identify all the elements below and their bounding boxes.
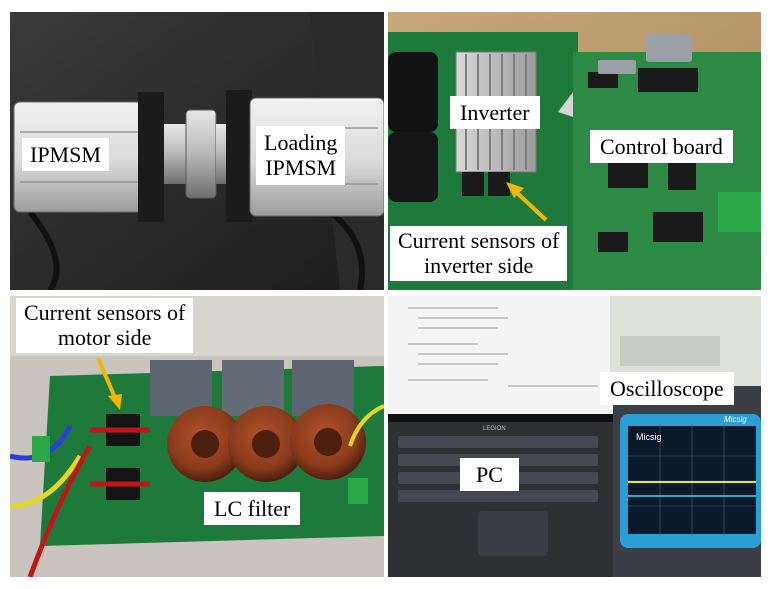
label-inverter: Inverter — [450, 96, 540, 130]
filter-board-photo: Current sensors of motor side LC filter — [10, 296, 384, 577]
scope-brand-screen: Micsig — [636, 432, 662, 442]
motors-photo: IPMSM Loading IPMSM — [10, 12, 384, 290]
label-lc-filter: LC filter — [204, 492, 301, 526]
label-ipmsm: IPMSM — [22, 138, 109, 172]
label-loading-ipmsm: Loading IPMSM — [256, 126, 346, 185]
label-current-sensors-inverter: Current sensors of inverter side — [390, 226, 568, 281]
scope-brand-bezel: Micsig — [724, 415, 747, 424]
label-current-sensors-motor: Current sensors of motor side — [16, 298, 194, 353]
pc-scope-photo-image: Micsig Micsig LEGION — [388, 296, 761, 577]
inverter-board-photo-image — [388, 12, 761, 290]
label-oscilloscope: Oscilloscope — [600, 372, 734, 406]
pc-scope-photo: Micsig Micsig LEGION Oscilloscope PC — [388, 296, 761, 577]
filter-board-photo-image — [10, 296, 384, 577]
laptop-brand: LEGION — [483, 426, 506, 432]
inverter-board-photo: Inverter Control board Current sensors o… — [388, 12, 761, 290]
label-pc: PC — [460, 458, 519, 492]
label-control-board: Control board — [590, 130, 733, 164]
